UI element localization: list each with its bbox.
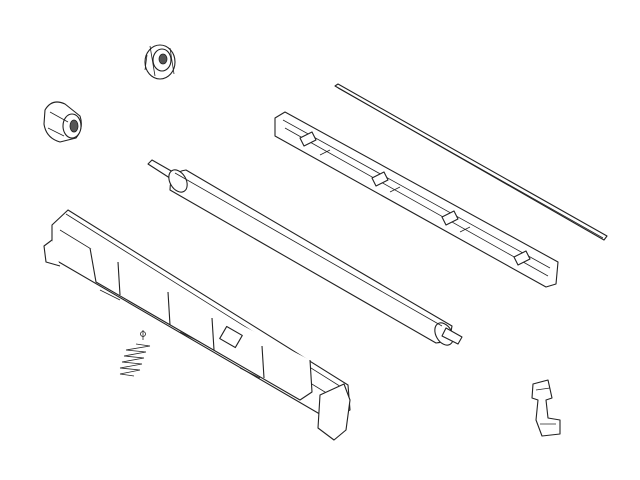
roller-part	[147, 159, 463, 346]
clip-part	[531, 379, 561, 437]
strip-part	[334, 83, 608, 241]
bushing-part	[144, 44, 176, 80]
guide-bracket-part	[274, 111, 559, 288]
frame-part	[43, 209, 351, 441]
knob-part	[43, 101, 82, 143]
spring-part	[119, 330, 151, 377]
